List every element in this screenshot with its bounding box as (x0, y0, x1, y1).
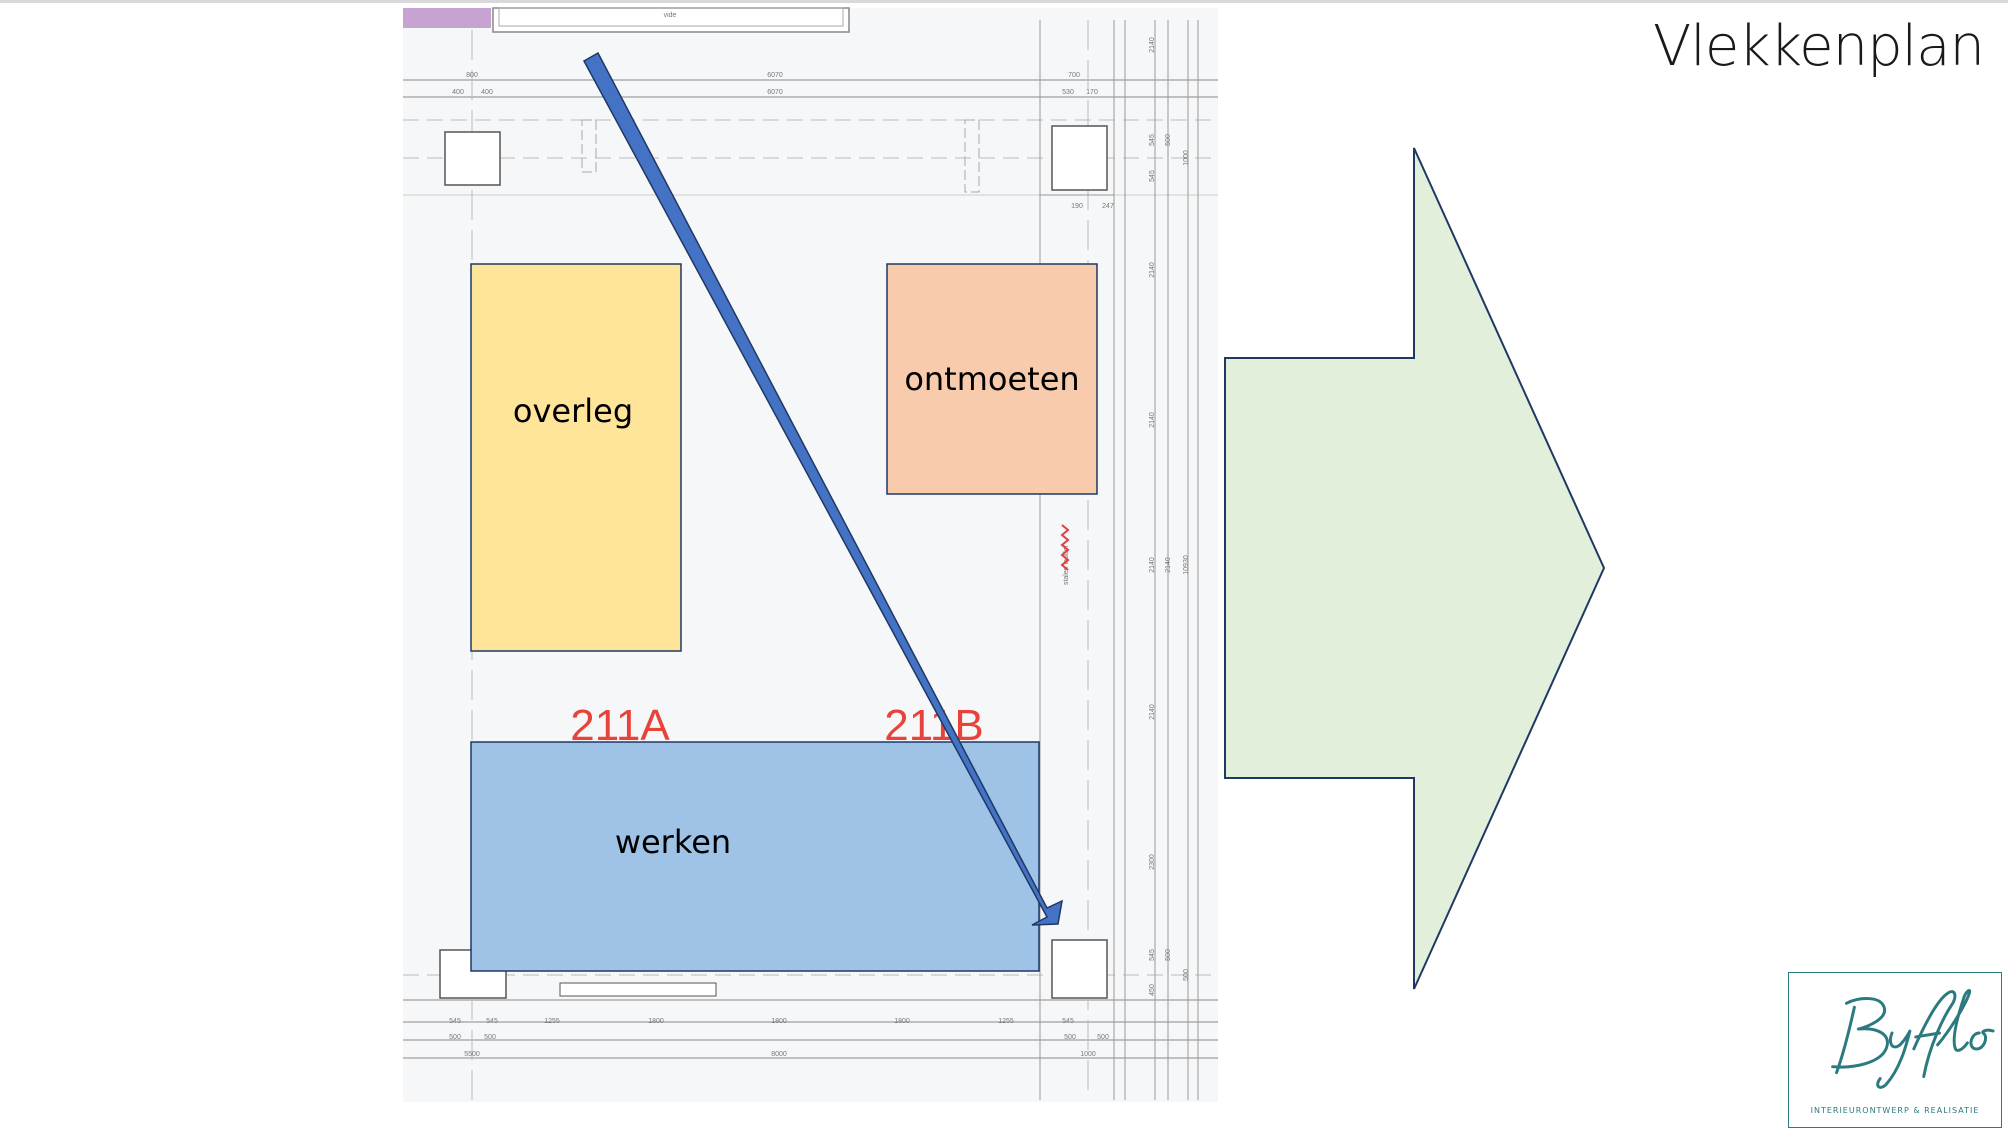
svg-text:2140: 2140 (1149, 557, 1156, 573)
svg-text:545: 545 (449, 1018, 461, 1025)
svg-text:545: 545 (486, 1018, 498, 1025)
dims-bottom: 545 545 1255 1800 1800 1800 1255 545 500… (449, 1018, 1109, 1058)
svg-text:2140: 2140 (1149, 704, 1156, 720)
ladder-note: stalen ladder (1063, 544, 1070, 585)
byflo-logo-mark (1831, 989, 1995, 1089)
svg-text:700: 700 (1068, 72, 1080, 79)
svg-text:500: 500 (1064, 1034, 1076, 1041)
svg-text:2140: 2140 (1149, 412, 1156, 428)
svg-text:247: 247 (1102, 203, 1114, 210)
svg-text:10930: 10930 (1183, 555, 1190, 575)
svg-text:1255: 1255 (544, 1018, 560, 1025)
vide-label: vide (664, 12, 677, 19)
svg-text:6070: 6070 (767, 89, 783, 96)
svg-text:1255: 1255 (998, 1018, 1014, 1025)
svg-text:500: 500 (449, 1034, 461, 1041)
svg-text:170: 170 (1086, 89, 1098, 96)
byflo-tagline: INTERIEURONTWERP & REALISATIE (1810, 1106, 1980, 1115)
svg-text:1000: 1000 (1080, 1051, 1096, 1058)
dims-right: 2140 545 545 2140 2140 2140 2140 2300 54… (1063, 37, 1190, 996)
svg-text:545: 545 (1062, 1018, 1074, 1025)
svg-text:545: 545 (1149, 134, 1156, 146)
slide-title: Vlekkenplan (1652, 14, 1985, 79)
radiator (559, 982, 717, 997)
vide-frame (492, 7, 850, 33)
adjacent-room-purple (403, 8, 491, 28)
svg-text:1800: 1800 (771, 1018, 787, 1025)
vide-frame-inner (498, 7, 844, 27)
svg-text:2300: 2300 (1149, 854, 1156, 870)
svg-text:500: 500 (1165, 134, 1172, 146)
svg-text:2140: 2140 (1149, 37, 1156, 53)
zone-ontmoeten (886, 263, 1098, 495)
svg-text:400: 400 (452, 89, 464, 96)
byflo-logo: INTERIEURONTWERP & REALISATIE (1788, 972, 2002, 1128)
svg-text:400: 400 (481, 89, 493, 96)
ghost-columns (581, 119, 980, 193)
svg-text:1800: 1800 (648, 1018, 664, 1025)
svg-text:1000: 1000 (1183, 150, 1190, 166)
svg-text:1800: 1800 (894, 1018, 910, 1025)
zone-ontmoeten-label: ontmoeten (904, 360, 1079, 398)
svg-text:2140: 2140 (1149, 262, 1156, 278)
svg-text:500: 500 (1097, 1034, 1109, 1041)
zone-overleg-label: overleg (513, 392, 633, 430)
svg-text:500: 500 (1165, 949, 1172, 961)
dims-top: 800 6070 700 400 400 6070 530 170 190 24… (452, 72, 1114, 210)
svg-text:190: 190 (1071, 203, 1083, 210)
columns (439, 125, 1108, 999)
svg-text:450: 450 (1149, 984, 1156, 996)
svg-text:6070: 6070 (767, 72, 783, 79)
svg-text:800: 800 (466, 72, 478, 79)
flow-arrow (582, 51, 1063, 926)
stair-marker (1060, 524, 1070, 571)
svg-text:545: 545 (1149, 949, 1156, 961)
svg-text:8000: 8000 (771, 1051, 787, 1058)
top-border (0, 0, 2008, 3)
svg-text:500: 500 (484, 1034, 496, 1041)
svg-text:545: 545 (1149, 170, 1156, 182)
zone-werken (470, 741, 1040, 972)
svg-text:5500: 5500 (464, 1051, 480, 1058)
svg-text:2140: 2140 (1165, 557, 1172, 573)
zone-overleg (470, 263, 682, 652)
svg-text:530: 530 (1062, 89, 1074, 96)
svg-text:500: 500 (1183, 969, 1190, 981)
zone-werken-label: werken (615, 823, 731, 861)
next-step-arrow (1224, 147, 1606, 990)
